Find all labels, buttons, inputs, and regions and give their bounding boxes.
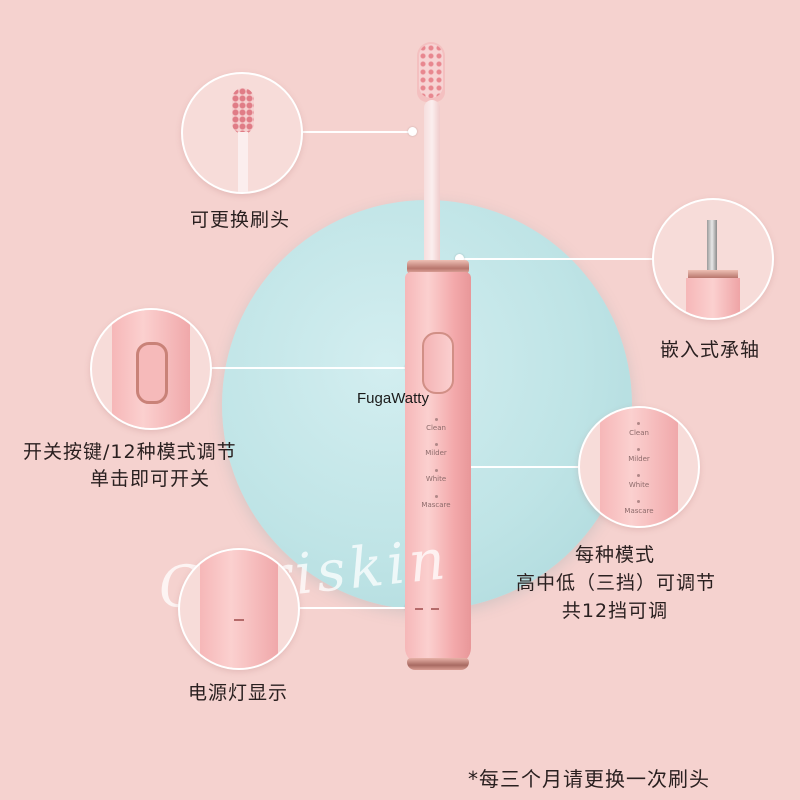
- shaft-detail-circle: [652, 198, 774, 320]
- brand-name: FugaWatty: [357, 390, 429, 407]
- mode-label-milder: Milder: [425, 449, 447, 457]
- modes-detail-dot-milder: [637, 448, 640, 451]
- modes-detail-label-clean: Clean: [629, 429, 649, 437]
- connector-dot-shaft: [455, 254, 464, 263]
- modes-detail-label-white: White: [628, 481, 650, 489]
- modes-detail-label-mascare: Mascare: [624, 507, 654, 515]
- connector-dot-brush-head: [408, 127, 417, 136]
- mode-label-mascare: Mascare: [421, 501, 451, 509]
- mode-label-clean: Clean: [426, 424, 446, 432]
- mode-indicator-dot-mascare: [435, 495, 438, 498]
- modes-detail-dot-clean: [637, 422, 640, 425]
- label-modes-line3: 共12挡可调: [561, 600, 669, 622]
- connector-line-brush-head: [300, 131, 412, 133]
- power-light-detail-indicator: [234, 619, 244, 621]
- mode-label-white: White: [425, 475, 447, 483]
- modes-detail-circle: Clean Milder White Mascare: [578, 406, 700, 528]
- footnote-replace-every-three-months: *每三个月请更换一次刷头: [468, 767, 710, 791]
- modes-detail-dot-mascare: [637, 500, 640, 503]
- brush-neck: [424, 100, 440, 266]
- shaft-detail-handle: [686, 278, 740, 318]
- connector-line-power: [268, 607, 410, 609]
- mode-indicator-dot-white: [435, 469, 438, 472]
- button-detail-circle: [90, 308, 212, 430]
- brush-neck-detail: [238, 132, 248, 192]
- brush-head-detail-circle: [181, 72, 303, 194]
- button-detail-power-button: [136, 342, 168, 404]
- label-button-modes-line2: 单击即可开关: [89, 468, 210, 490]
- shaft-detail-pin: [707, 220, 717, 276]
- power-light-detail-circle: [178, 548, 300, 670]
- modes-detail-handle: [600, 408, 678, 526]
- brush-head-detail-image: [232, 88, 254, 134]
- modes-detail-dot-white: [637, 474, 640, 477]
- toothbrush: Clean Milder White Mascare: [395, 40, 485, 680]
- mode-indicator-dot-clean: [435, 418, 438, 421]
- label-button-modes-line1: 开关按键/12种模式调节: [23, 441, 237, 463]
- connector-line-modes: [462, 466, 580, 468]
- label-embedded-shaft: 嵌入式承轴: [659, 339, 760, 361]
- connector-line-shaft: [460, 258, 655, 260]
- label-modes-line2: 高中低（三挡）可调节: [516, 572, 717, 594]
- modes-detail-label-milder: Milder: [628, 455, 650, 463]
- mode-indicator-dot-milder: [435, 443, 438, 446]
- power-indicator-light: [431, 608, 439, 610]
- label-replaceable-brush-head: 可更换刷头: [189, 209, 290, 231]
- rose-gold-collar-top: [407, 260, 469, 274]
- power-button[interactable]: [422, 332, 454, 394]
- label-power-light: 电源灯显示: [187, 682, 288, 704]
- power-indicator-light: [415, 608, 423, 610]
- label-modes-line1: 每种模式: [574, 544, 655, 566]
- shaft-detail-collar: [688, 270, 738, 278]
- power-light-detail-handle: [200, 550, 278, 668]
- toothbrush-handle: [405, 272, 471, 664]
- connector-line-button: [208, 367, 410, 369]
- brush-bristles: [419, 44, 443, 98]
- rose-gold-collar-bottom: [407, 658, 469, 670]
